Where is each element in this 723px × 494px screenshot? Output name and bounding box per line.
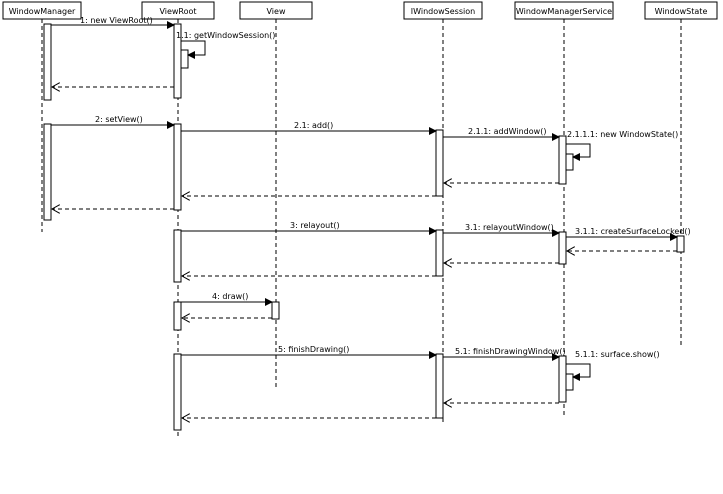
activation-windowmanager-2 — [43, 123, 52, 221]
activation-view-1 — [271, 301, 280, 320]
message-label-add: 2.1: add() — [294, 121, 333, 130]
activation-viewroot-5 — [173, 353, 182, 431]
activation-viewroot-3 — [173, 229, 182, 283]
message-arrow-new-windowstate — [566, 143, 591, 161]
activation-windowstate-1 — [676, 235, 685, 253]
message-label-new-windowstate: 2.1.1.1: new WindowState() — [567, 130, 678, 139]
activation-viewroot-self-1 — [180, 49, 189, 69]
message-label-draw: 4: draw() — [212, 292, 248, 301]
message-arrow-surface-show — [566, 363, 591, 381]
message-label-finishdrawing: 5: finishDrawing() — [278, 345, 349, 354]
activation-viewroot-2 — [173, 123, 182, 211]
message-label-relayoutwindow: 3.1: relayoutWindow() — [465, 223, 554, 232]
participant-label-windowstate: WindowState — [655, 7, 708, 16]
participant-label-iwindowsession: IWindowSession — [411, 7, 475, 16]
message-label-getwindowsession: 1.1: getWindowSession() — [176, 31, 275, 40]
participant-label-windowmanagerservice: WindowManagerService — [516, 7, 612, 16]
message-label-createsurfacelocked: 3.1.1: createSurfaceLocked() — [575, 227, 691, 236]
participant-label-viewroot: ViewRoot — [159, 7, 196, 16]
participant-label-view: View — [267, 7, 286, 16]
activation-iwindowsession-1 — [435, 129, 444, 197]
activation-wms-1 — [558, 135, 567, 185]
message-label-finishdrawingwindow: 5.1: finishDrawingWindow() — [455, 347, 566, 356]
activation-iwindowsession-2 — [435, 229, 444, 277]
activation-viewroot-4 — [173, 301, 182, 331]
activation-iwindowsession-3 — [435, 353, 444, 419]
participant-label-windowmanager: WindowManager — [9, 7, 76, 16]
message-label-surface-show: 5.1.1: surface.show() — [575, 350, 660, 359]
activation-wms-3 — [558, 355, 567, 403]
message-label-new-viewroot: 1: new ViewRoot() — [80, 16, 153, 25]
activation-wms-self-3 — [565, 373, 574, 391]
message-label-setview: 2: setView() — [95, 115, 143, 124]
activation-wms-self-1 — [565, 153, 574, 171]
activation-windowmanager-1 — [43, 23, 52, 101]
activation-wms-2 — [558, 231, 567, 265]
message-label-addwindow: 2.1.1: addWindow() — [468, 127, 546, 136]
message-label-relayout: 3: relayout() — [290, 221, 340, 230]
message-arrow-getwindowsession — [181, 40, 206, 59]
